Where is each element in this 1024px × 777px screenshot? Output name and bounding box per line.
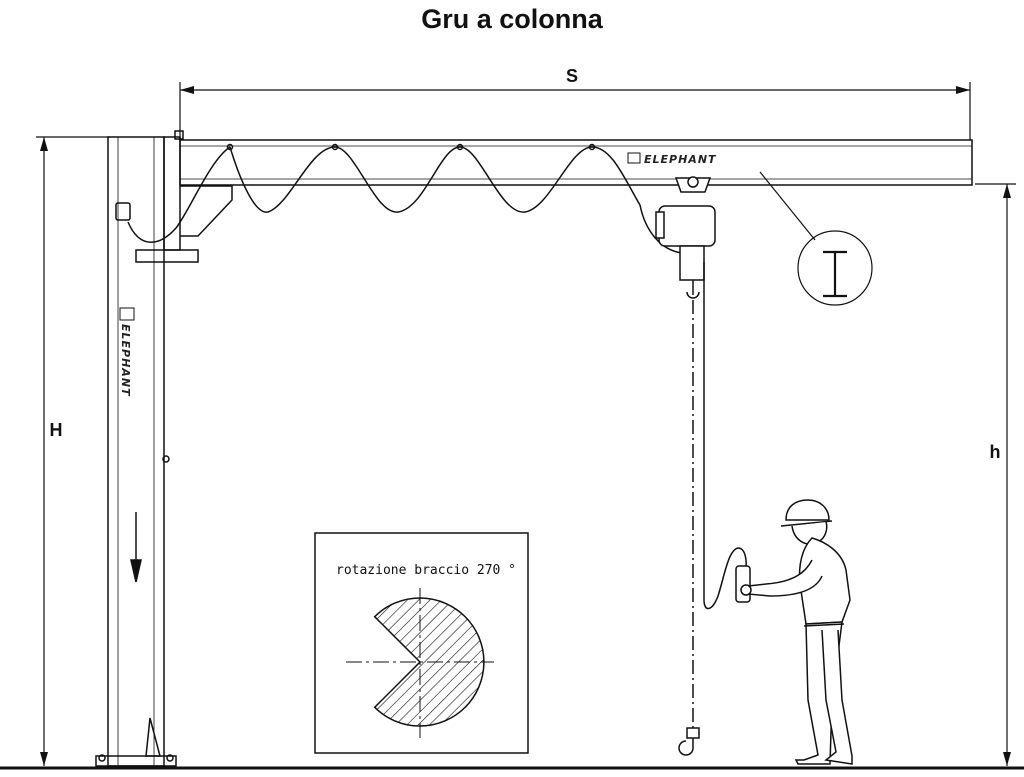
dimension-span-label: S bbox=[566, 66, 578, 86]
elephant-logo-icon bbox=[627, 152, 641, 164]
jib-beam bbox=[179, 139, 973, 186]
hoist bbox=[655, 176, 716, 299]
i-beam-section-callout bbox=[759, 171, 873, 306]
column-logo: ELEPHANT bbox=[119, 307, 135, 397]
hook-icon bbox=[686, 291, 700, 299]
rotation-inset: rotazione braccio 270 ° bbox=[314, 532, 529, 754]
festoon-cable bbox=[127, 143, 683, 254]
page-title: Gru a colonna bbox=[421, 4, 603, 34]
dimension-total-height bbox=[36, 136, 110, 766]
elephant-logo-icon bbox=[119, 307, 135, 321]
dimension-total-height-label: H bbox=[50, 420, 63, 440]
dimension-hook-height bbox=[975, 183, 1016, 766]
beam-logo: ELEPHANT bbox=[627, 152, 717, 166]
pendant-cable bbox=[703, 262, 751, 610]
dimension-hook-height-label: h bbox=[990, 442, 1001, 462]
operator-figure bbox=[740, 499, 853, 765]
crane-column bbox=[95, 130, 233, 767]
column-logo-text: ELEPHANT bbox=[119, 324, 132, 397]
i-beam-section-icon bbox=[823, 250, 847, 298]
hoist-chain bbox=[678, 300, 700, 756]
dimension-span bbox=[179, 82, 971, 140]
beam-logo-text: ELEPHANT bbox=[644, 153, 717, 166]
bottom-hook-icon bbox=[678, 738, 694, 756]
rotation-label: rotazione braccio 270 ° bbox=[336, 563, 516, 578]
